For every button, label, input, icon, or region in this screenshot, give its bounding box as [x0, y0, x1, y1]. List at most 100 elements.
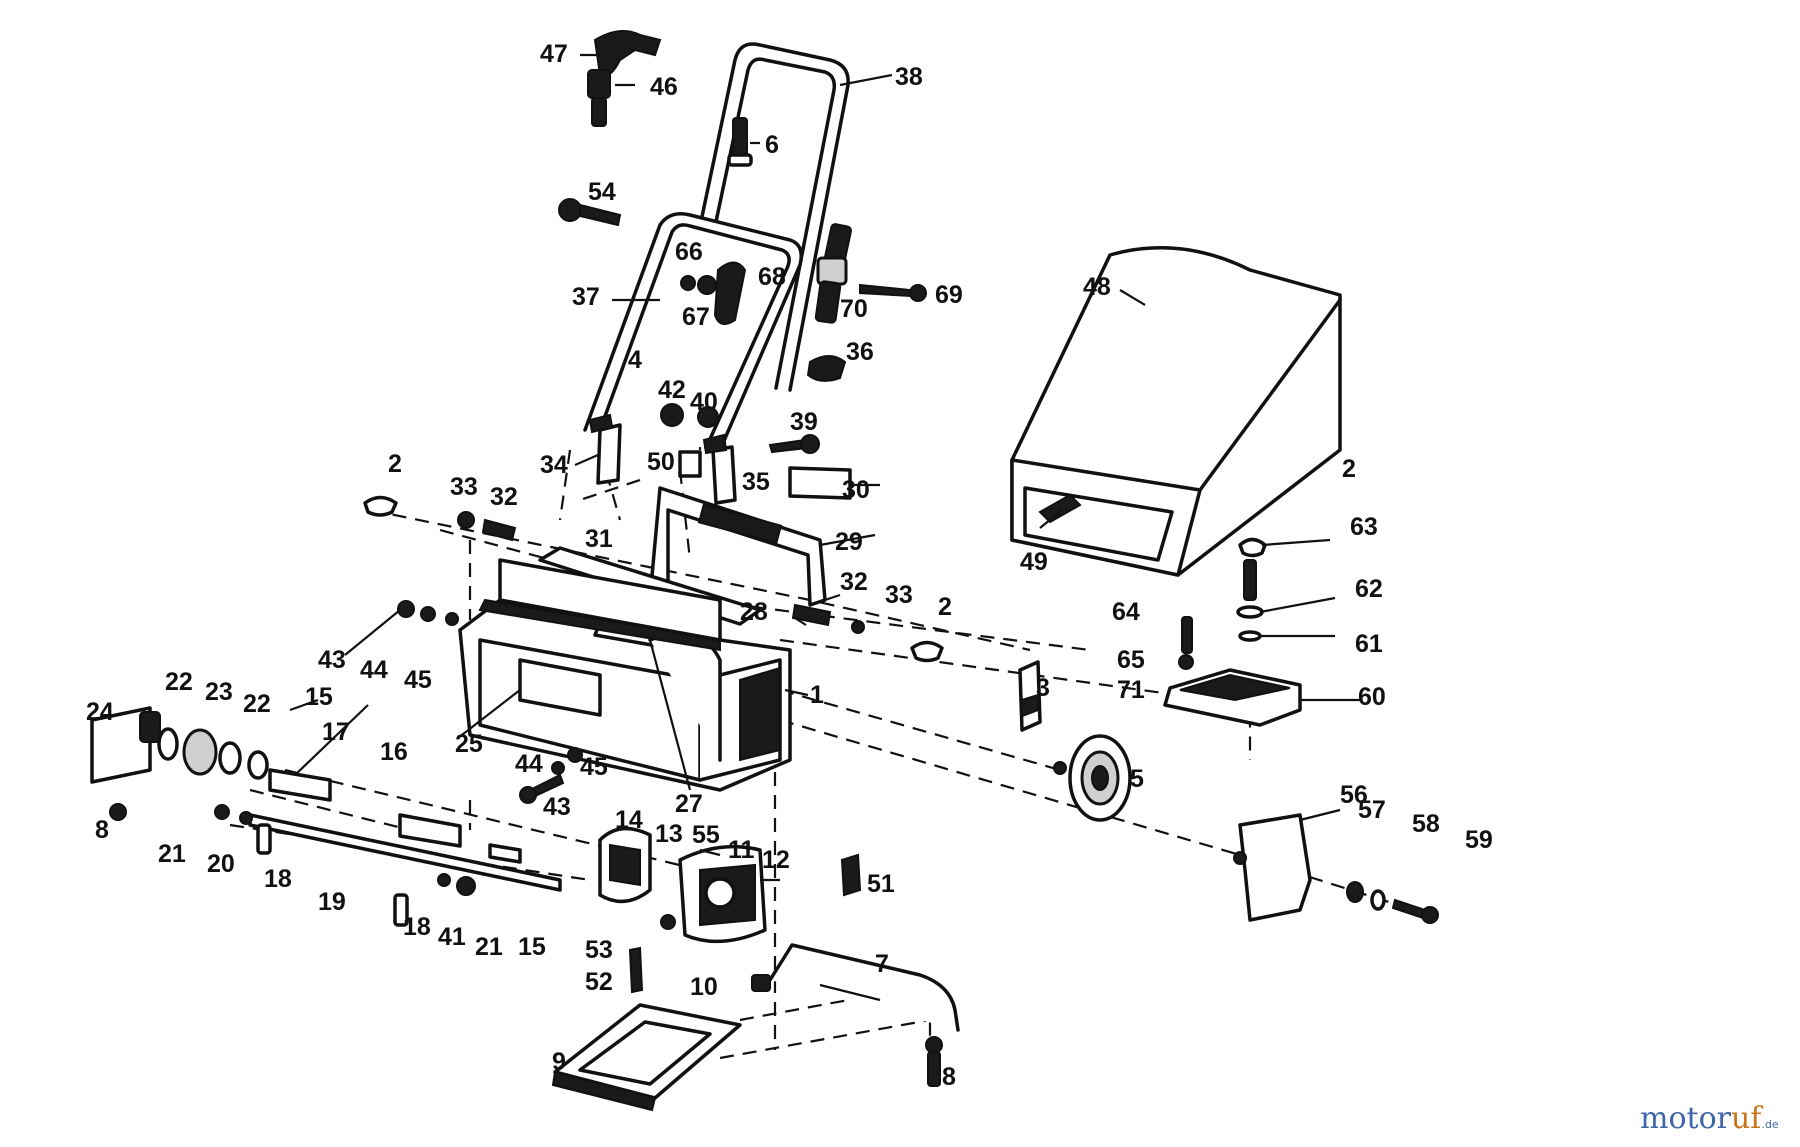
motor-10-11: [598, 826, 767, 994]
screw-69: [859, 283, 927, 302]
bracket-7: [751, 943, 960, 1032]
part-51: [840, 853, 862, 897]
screws-43-45: [397, 600, 583, 804]
label-9: 9: [552, 1048, 566, 1076]
label-27: 27: [675, 790, 703, 818]
watermark: motoruf.de: [1640, 1101, 1779, 1136]
cable-clamp-68: [680, 261, 747, 325]
label-58: 58: [1412, 810, 1440, 838]
label-68: 68: [758, 263, 786, 291]
label-67: 67: [682, 303, 710, 331]
housing-1: [458, 558, 792, 792]
label-14: 14: [615, 806, 643, 834]
label-13: 13: [655, 820, 683, 848]
bolt-6: [727, 117, 753, 167]
roller-hub-16: [268, 768, 522, 864]
label-23: 23: [205, 678, 233, 706]
deflector-9: [551, 1003, 742, 1112]
label-33-left: 33: [450, 473, 478, 501]
label-19: 19: [318, 888, 346, 916]
bolts-32-33: [457, 511, 865, 634]
label-45-lower: 45: [580, 753, 608, 781]
label-37: 37: [572, 283, 600, 311]
label-50: [678, 450, 702, 478]
label-25: 25: [455, 730, 483, 758]
label-35: 35: [742, 468, 770, 496]
label-65: 65: [1117, 646, 1145, 674]
label-32-left: 32: [490, 483, 518, 511]
grass-catcher-48: [1010, 246, 1342, 577]
label-51: 51: [867, 870, 895, 898]
label-2-middle: 2: [938, 593, 952, 621]
label-4: 4: [628, 346, 642, 374]
label-44-upper: 44: [360, 656, 388, 684]
label-55: 55: [692, 821, 720, 849]
watermark-brand-accent: uf: [1731, 1101, 1763, 1136]
label-31: 31: [585, 525, 613, 553]
label-57: 57: [1358, 796, 1386, 824]
label-1: 1: [810, 681, 824, 709]
label-50: 50: [647, 448, 675, 476]
label-22-right: 22: [243, 690, 271, 718]
label-66: 66: [675, 238, 703, 266]
label-18-right: 18: [403, 913, 431, 941]
bearing-plate-24: [90, 706, 161, 821]
label-38: 38: [895, 63, 923, 91]
screw-54: [558, 198, 622, 227]
bearing-parts-22-23: [157, 727, 269, 780]
label-24: 24: [86, 698, 114, 726]
label-16: 16: [380, 738, 408, 766]
label-2-left: 2: [388, 450, 402, 478]
label-41: 41: [438, 923, 466, 951]
label-6: 6: [765, 131, 779, 159]
shaft-19: [214, 804, 562, 927]
label-62: 62: [1355, 575, 1383, 603]
label-42: 42: [658, 376, 686, 404]
knobs-40-42: [660, 403, 719, 428]
label-11: 11: [728, 836, 755, 864]
label-18-left: 18: [264, 865, 292, 893]
screw-64-65: [1178, 616, 1194, 670]
label-59: 59: [1465, 826, 1493, 854]
label-70: 70: [840, 295, 868, 323]
wheel-5: [1053, 734, 1132, 822]
flap-56: [1233, 813, 1312, 922]
label-44-lower: 44: [515, 750, 543, 778]
label-47: 47: [540, 40, 568, 68]
label-52: 52: [585, 968, 613, 996]
watermark-logo: motoruf.de: [1640, 1101, 1779, 1136]
label-22-left: 22: [165, 668, 193, 696]
label-49: 49: [1020, 548, 1048, 576]
screw-39: [768, 434, 820, 454]
label-15-upper: 15: [305, 683, 333, 711]
label-21-left: 21: [158, 840, 186, 868]
label-7: 7: [875, 950, 889, 978]
label-30: 30: [842, 476, 870, 504]
label-8-left: 8: [95, 816, 109, 844]
label-8-right: 8: [942, 1063, 956, 1091]
bracket-35: [702, 433, 737, 505]
label-5: 5: [1130, 765, 1144, 793]
plate-30: [788, 466, 852, 500]
leader-lines: [289, 53, 1360, 1002]
label-29: 29: [835, 528, 863, 556]
label-15-lower: 15: [518, 933, 546, 961]
label-21-right: 21: [475, 933, 503, 961]
label-34: 34: [540, 451, 568, 479]
bracket-34: [588, 413, 622, 485]
label-60: 60: [1358, 683, 1386, 711]
label-20: 20: [207, 850, 235, 878]
label-71: 71: [1117, 676, 1145, 704]
knob-70: [814, 223, 852, 324]
label-43-lower: 43: [543, 793, 571, 821]
label-64: 64: [1112, 598, 1140, 626]
label-17: 17: [322, 718, 350, 746]
label-36: 36: [846, 338, 874, 366]
label-2-right: 2: [1342, 455, 1356, 483]
switch-box-47: [587, 30, 662, 127]
base-plate-60: [1163, 668, 1302, 727]
screws-57-59: [1346, 881, 1439, 924]
label-53: 53: [585, 936, 613, 964]
bolt-assy-61-63: [1236, 559, 1264, 642]
